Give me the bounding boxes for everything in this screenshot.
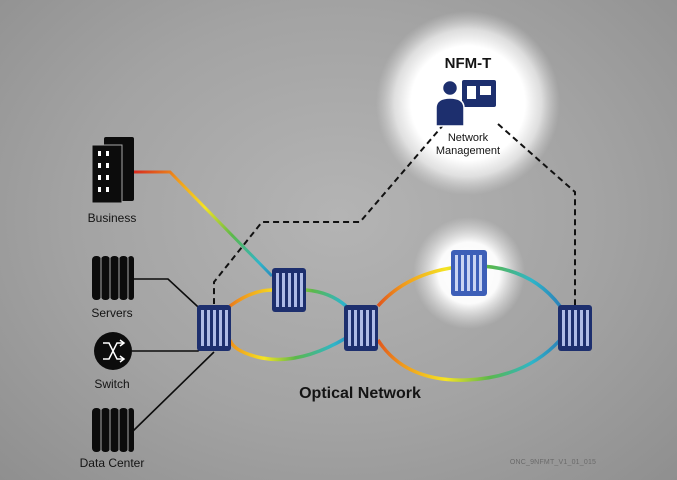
optical-network-label: Optical Network <box>299 385 421 402</box>
business-label: Business <box>87 211 137 225</box>
ring-1-top <box>228 288 348 308</box>
business-fiber <box>132 170 274 278</box>
ring-1-bottom <box>228 336 347 362</box>
management-link-left <box>213 123 445 304</box>
optical-node-center <box>344 305 378 351</box>
switch-label: Switch <box>94 377 130 391</box>
optical-node-highlighted <box>451 250 487 296</box>
switch-icon <box>94 332 132 370</box>
datacenter-label: Data Center <box>79 456 145 470</box>
nfm-title: NFM-T <box>444 55 492 72</box>
nfm-line-1: Network <box>447 132 489 144</box>
figure-code: ONC_9NFMT_V1_01_015 <box>509 459 597 466</box>
management-link-right <box>497 123 576 306</box>
network-management-icon <box>435 79 496 127</box>
optical-node-top <box>272 268 306 312</box>
datacenter-link <box>131 351 215 433</box>
ring-2-bottom <box>376 338 562 382</box>
optical-node-right <box>558 305 592 351</box>
business-building-icon <box>91 137 134 204</box>
servers-label: Servers <box>91 306 133 320</box>
optical-node-edge <box>197 305 231 351</box>
nfm-line-2: Management <box>435 145 501 157</box>
datacenter-icon <box>92 408 134 452</box>
servers-icon <box>92 256 134 300</box>
servers-link <box>132 278 211 319</box>
